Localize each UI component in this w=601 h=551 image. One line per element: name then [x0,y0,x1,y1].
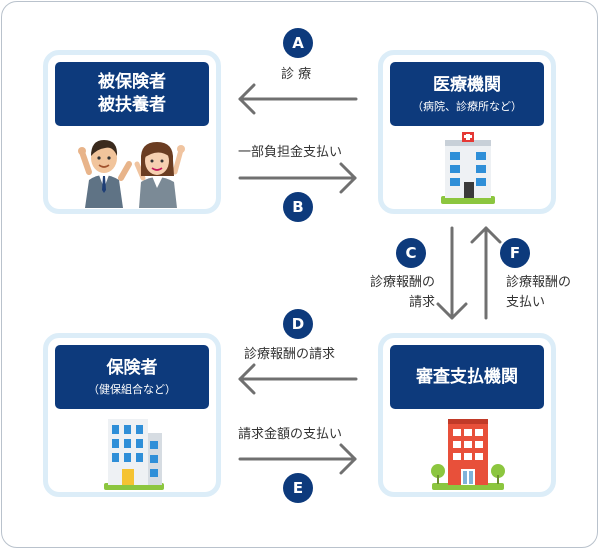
review-card-header: 審査支払機関 [390,345,544,409]
dependent-title: 被扶養者 [98,95,166,115]
label-e: 請求金額の支払い [238,427,343,442]
review-payment-card: 審査支払機関 [378,333,556,497]
arrow-e [238,443,357,475]
label-c-line1: 診療報酬の [369,275,435,290]
label-f-line2: 支払い [506,295,546,310]
arrow-a [238,83,358,115]
arrow-f [470,226,502,320]
insured-card-header: 被保険者 被扶養者 [55,62,209,126]
medical-subtitle: （病院、診療所など） [412,99,522,113]
insurer-card: 保険者 （健保組合など） [43,333,221,497]
review-title: 審査支払機関 [416,366,518,387]
badge-c: C [396,238,426,268]
label-b: 一部負担金支払い [238,145,343,160]
insurer-card-header: 保険者 （健保組合など） [55,345,209,409]
arrow-d [238,363,358,395]
badge-e: E [283,473,313,503]
label-d: 診療報酬の請求 [244,347,336,362]
label-c-line2: 請求 [408,295,435,310]
badge-a: A [283,28,313,58]
insured-title: 被保険者 [98,72,166,92]
label-a: 診 療 [281,67,312,82]
badge-f: F [500,238,530,268]
medical-title: 医療機関 [433,74,501,95]
hospital-building-icon [441,132,495,204]
label-f-line1: 診療報酬の [506,275,572,290]
insured-card: 被保険者 被扶養者 [43,50,221,214]
badge-d: D [283,309,313,339]
red-building-icon [431,419,505,490]
medical-institution-card: 医療機関 （病院、診療所など） [378,50,556,214]
label-f: 診療報酬の 支払い [506,273,571,313]
arrow-b [238,162,357,194]
medical-card-header: 医療機関 （病院、診療所など） [390,62,544,126]
insurer-title: 保険者 [106,357,158,378]
business-people-icon [78,140,185,208]
office-building-icon [104,419,164,490]
label-c: 診療報酬の 請求 [341,273,435,313]
insurer-subtitle: （健保組合など） [88,382,176,396]
badge-b: B [283,192,313,222]
arrow-c [436,226,468,320]
